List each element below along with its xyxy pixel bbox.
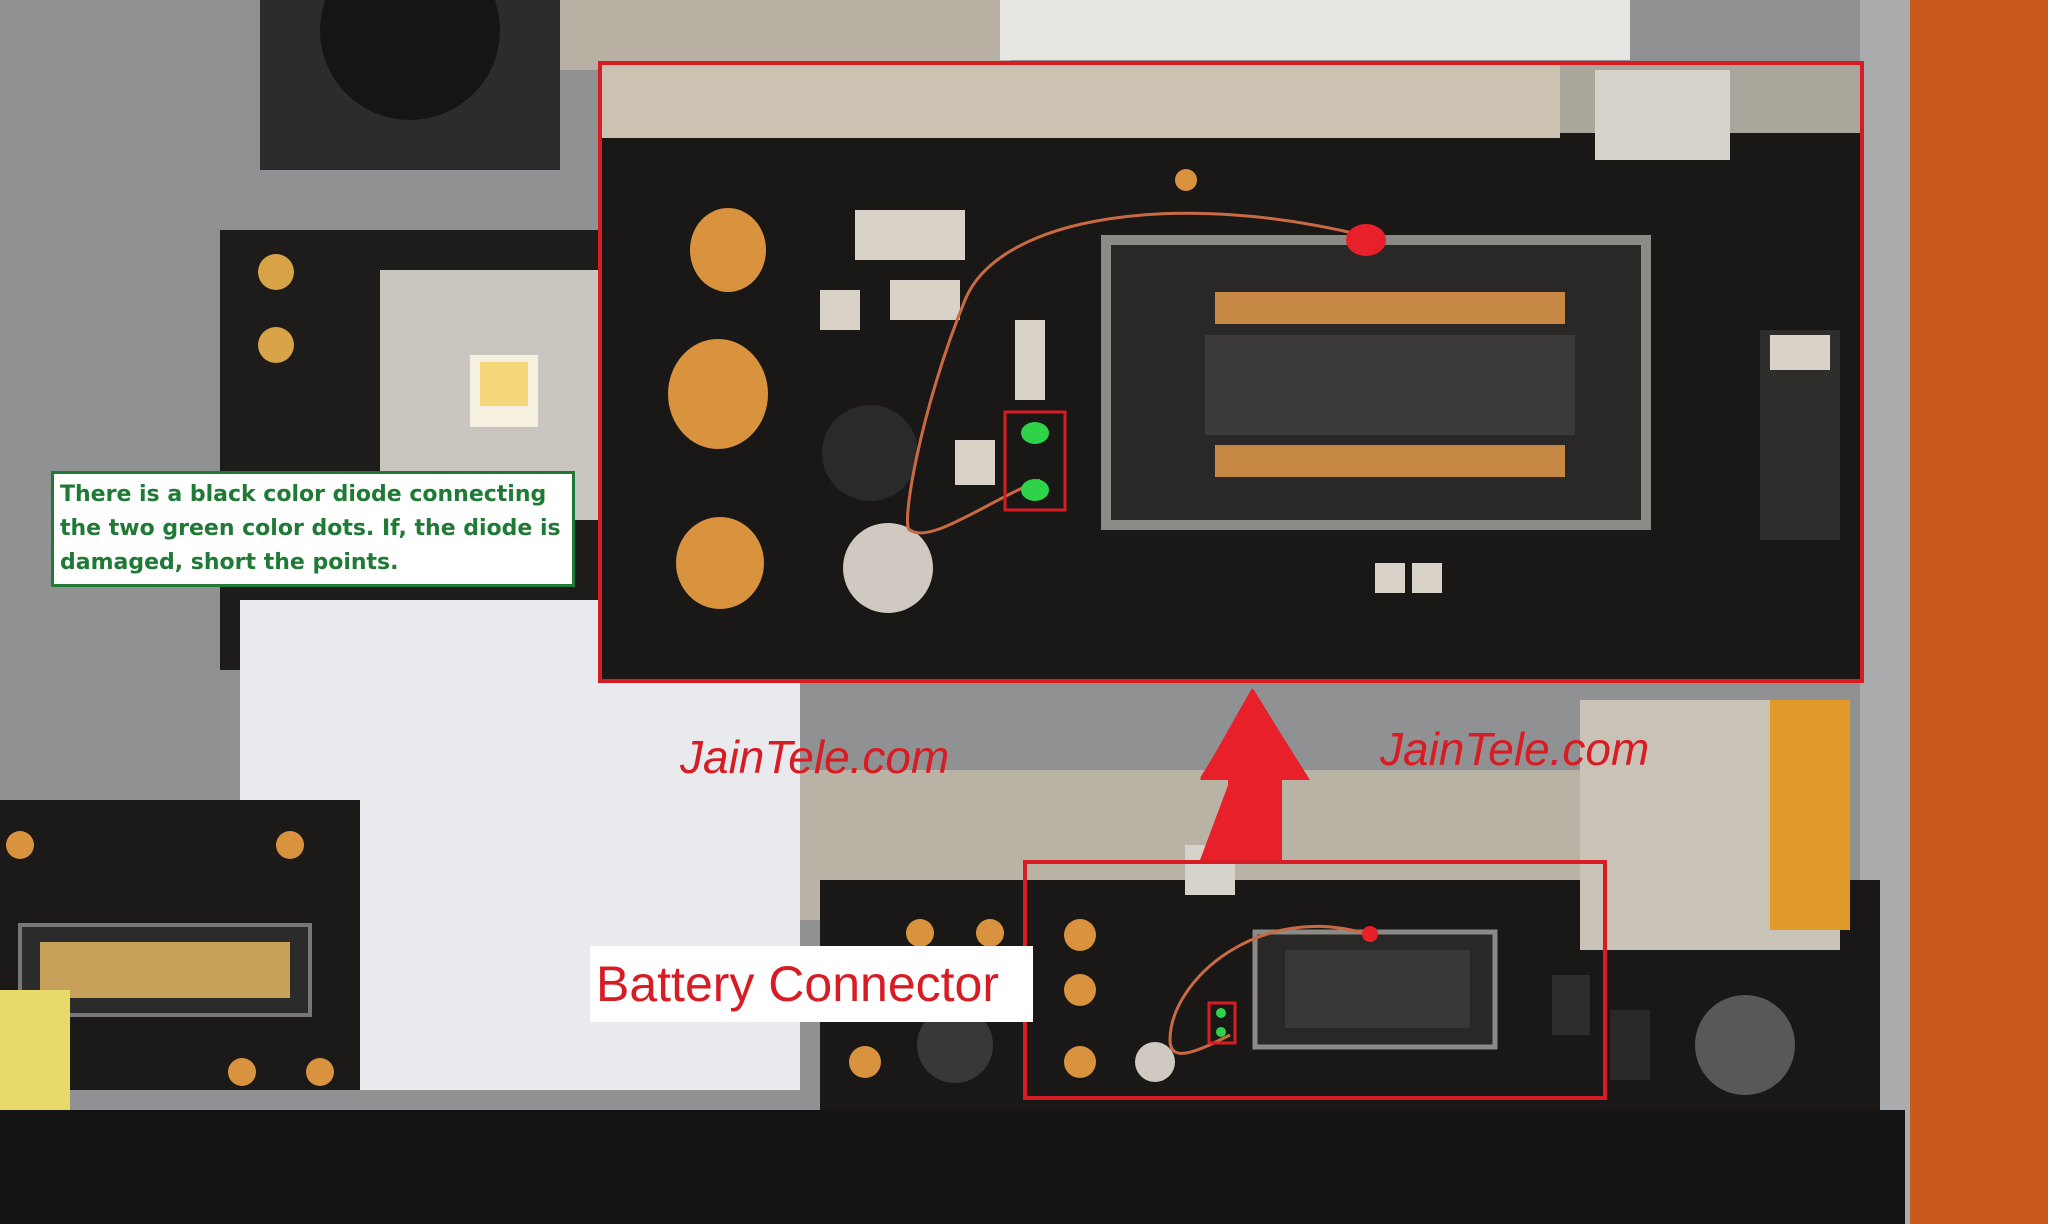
inset-pad-small [1375,563,1405,593]
inset-solder-blob [843,523,933,613]
watermark-right: JainTele.com [1380,723,1650,775]
inset-capacitor [855,210,965,260]
label-sticker [1000,0,1630,60]
solder-blob [1135,1042,1175,1082]
small-pad [228,1058,256,1086]
chip-right [1610,1010,1650,1080]
inset-pad [676,517,764,609]
small-pad [276,831,304,859]
small-pad [1064,1046,1096,1078]
inset-red-marker [1346,224,1386,256]
diode-right [1552,975,1590,1035]
red-marker-small [1362,926,1378,942]
green-dot-top [1021,422,1049,444]
small-pad [906,919,934,947]
left-pad [258,254,294,290]
inset-capacitor [820,290,860,330]
small-pad [6,831,34,859]
watermark-left: JainTele.com [680,731,950,783]
diode-note: There is a black color diode connecting … [51,471,575,587]
screw-right [1695,995,1795,1095]
inset-jumper-wire [906,211,1366,535]
connector-pins [40,942,290,998]
connector-body-small [1285,950,1470,1028]
inset-capacitor [955,440,995,485]
inset-capacitor [890,280,960,320]
small-pad [1064,974,1096,1006]
inset-pad-small [1412,563,1442,593]
inset-chip-lead [1770,335,1830,370]
inset-solder [1595,70,1730,160]
diode-highlight-small [1207,1001,1237,1045]
inset-small-pad [1175,169,1197,191]
small-pad [306,1058,334,1086]
inset-black-component [822,405,918,501]
red-arrow-up [1200,690,1308,860]
flash-led-core [480,362,528,406]
inset-shield [600,63,1560,138]
small-pad [976,919,1004,947]
inset-capacitor [1015,320,1045,400]
jumper-wire-small [1168,924,1371,1055]
left-pad [258,327,294,363]
orange-frame [1905,0,2048,1224]
inset-diode-highlight [1003,410,1067,512]
inset-connector-pins-bottom [1215,445,1565,477]
shield-top [560,0,1010,70]
battery-connector-label: Battery Connector [590,946,1033,1022]
inset-pad [690,208,766,292]
green-dot-bottom [1021,479,1049,501]
inset-border [598,61,1864,683]
camera-lens [320,0,500,120]
green-marker-small [1216,1027,1226,1037]
zoom-inset [598,61,1864,683]
green-marker-small [1216,1008,1226,1018]
small-pad [1064,919,1096,951]
screw-left [917,1007,993,1083]
orange-flex [1770,700,1850,930]
inset-connector-body [1205,335,1575,435]
inset-pad [668,339,768,449]
bottom-flex [0,1110,1905,1224]
inset-connector-pins-top [1215,292,1565,324]
small-pad [849,1046,881,1078]
